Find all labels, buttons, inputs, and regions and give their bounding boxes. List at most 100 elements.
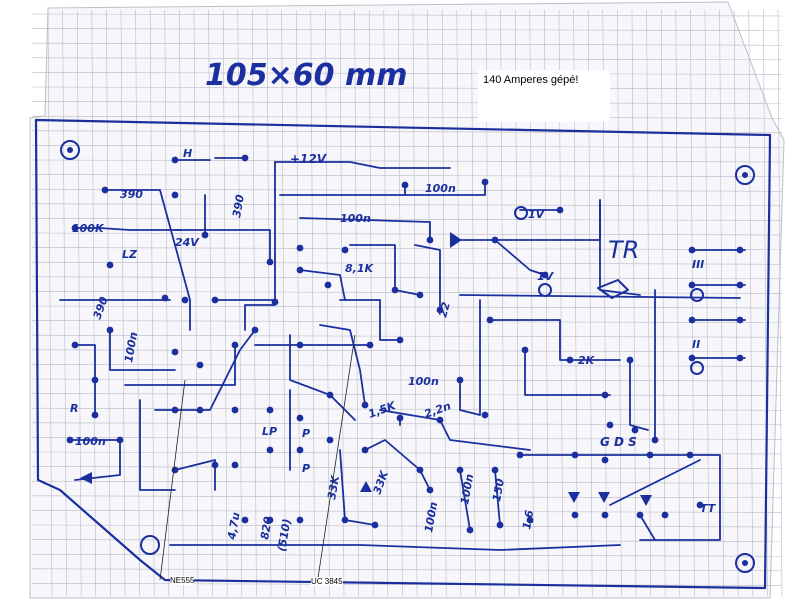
- solder-pad: [541, 271, 549, 279]
- component-label-p1: P: [302, 427, 310, 440]
- component-label-out3: III: [692, 258, 704, 271]
- component-label-c100n_3: 100n: [122, 331, 140, 364]
- uc3845-callout: UC 3845: [311, 577, 343, 586]
- solder-pad: [266, 258, 274, 266]
- component-label-h: H: [183, 147, 192, 160]
- solder-pad: [266, 446, 274, 454]
- solder-pad: [211, 461, 219, 469]
- solder-pad: [241, 516, 249, 524]
- solder-pad: [636, 511, 644, 519]
- mounting-holes: [60, 140, 755, 573]
- solder-pad: [296, 244, 304, 252]
- solder-pad: [496, 521, 504, 529]
- transformer-label: TR: [608, 236, 639, 264]
- solder-pad: [231, 461, 239, 469]
- solder-pad: [516, 451, 524, 459]
- paper-sheet: [29, 1, 785, 599]
- component-label-v1a: 1V: [528, 208, 546, 221]
- solder-pad: [736, 316, 744, 324]
- component-label-out2: II: [692, 338, 700, 351]
- solder-pad: [426, 236, 434, 244]
- diodes: [80, 232, 652, 506]
- solder-pad: [116, 436, 124, 444]
- solder-pad: [326, 436, 334, 444]
- solder-pad: [231, 406, 239, 414]
- solder-pad: [456, 466, 464, 474]
- solder-pad: [366, 341, 374, 349]
- solder-pad: [481, 178, 489, 186]
- solder-pad: [196, 406, 204, 414]
- component-label-p2: P: [302, 462, 310, 475]
- solder-pad: [436, 416, 444, 424]
- solder-pad: [736, 246, 744, 254]
- component-label-c100n_2: 100n: [340, 212, 371, 225]
- solder-pad: [326, 391, 334, 399]
- solder-pad: [231, 341, 239, 349]
- solder-pad: [211, 296, 219, 304]
- component-label-r: R: [70, 402, 78, 415]
- supply-label: +12V: [290, 152, 328, 166]
- component-label-tt: TT: [700, 502, 717, 515]
- solder-pad: [526, 516, 534, 524]
- uc3845-leader: [317, 334, 356, 579]
- solder-pad: [646, 451, 654, 459]
- component-label-c100n_top: 100n: [425, 182, 456, 195]
- solder-pad: [651, 436, 659, 444]
- solder-pad: [556, 206, 564, 214]
- solder-pad: [481, 411, 489, 419]
- solder-pad: [271, 298, 279, 306]
- solder-pad: [396, 414, 404, 422]
- component-label-r2k: 2K: [578, 354, 596, 367]
- solder-pad: [324, 281, 332, 289]
- component-label-c100n_5: 100n: [75, 435, 106, 448]
- solder-pad: [71, 341, 79, 349]
- solder-pad: [606, 421, 614, 429]
- component-label-c100n_7: 100n: [458, 473, 476, 506]
- component-label-r33k: 33K: [325, 473, 342, 500]
- solder-pad: [251, 326, 259, 334]
- board-outline: [34, 118, 772, 590]
- component-label-r390b: 390: [230, 193, 247, 218]
- solder-pad: [296, 266, 304, 274]
- solder-pad: [736, 354, 744, 362]
- solder-pad: [688, 354, 696, 362]
- solder-pad: [296, 446, 304, 454]
- solder-pad: [426, 486, 434, 494]
- solder-pad: [266, 406, 274, 414]
- solder-pad: [521, 346, 529, 354]
- solder-pad: [456, 376, 464, 384]
- solder-pad: [491, 236, 499, 244]
- component-label-r390a: 390: [120, 188, 143, 201]
- dimensions-title: 105×60 mm: [205, 58, 407, 93]
- component-label-lz: LZ: [122, 248, 138, 261]
- solder-pad: [91, 411, 99, 419]
- solder-pad: [71, 224, 79, 232]
- component-label-r81k: 8,1K: [345, 262, 374, 275]
- solder-pad: [571, 451, 579, 459]
- component-label-r510: (510): [275, 518, 294, 553]
- solder-pad: [296, 341, 304, 349]
- gds-label: G D S: [600, 435, 637, 449]
- solder-pad: [171, 156, 179, 164]
- component-label-r100k: 100K: [72, 222, 105, 235]
- solder-pad: [101, 186, 109, 194]
- solder-pad: [161, 294, 169, 302]
- solder-pad: [491, 466, 499, 474]
- solder-pad: [736, 281, 744, 289]
- ne555-leader: [159, 379, 186, 581]
- transformer-tab: [597, 279, 629, 299]
- component-label-r820: 820: [258, 515, 275, 540]
- solder-pad: [181, 296, 189, 304]
- solder-pad: [601, 511, 609, 519]
- component-label-v1b: 1V: [537, 270, 555, 283]
- solder-pad: [341, 246, 349, 254]
- solder-pad: [296, 516, 304, 524]
- solder-pad: [171, 466, 179, 474]
- solder-pad: [686, 451, 694, 459]
- component-label-c100n_6: 100n: [422, 501, 440, 534]
- component-label-lp: LP: [262, 425, 277, 438]
- solder-pad: [696, 501, 704, 509]
- solder-pad: [106, 326, 114, 334]
- component-label-c16: 1,6: [520, 509, 536, 531]
- solder-pad: [171, 191, 179, 199]
